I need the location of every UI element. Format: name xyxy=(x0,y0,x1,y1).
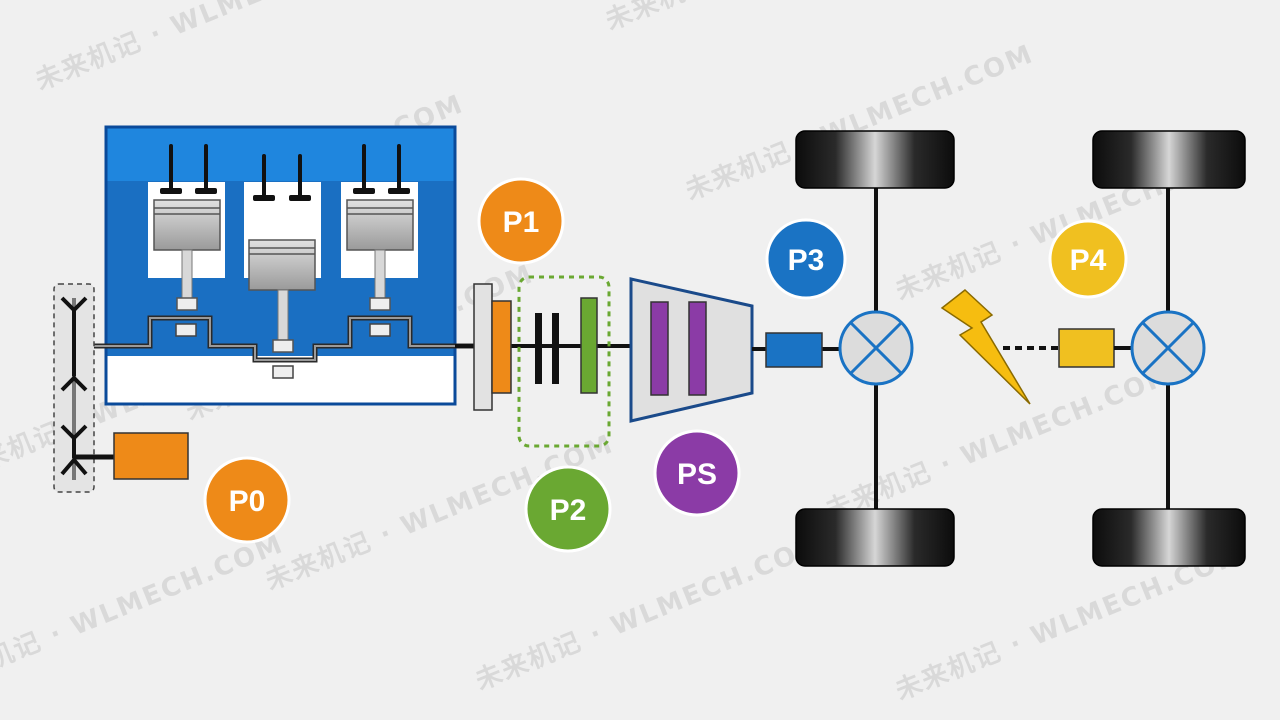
crank-bearing-3 xyxy=(369,323,391,337)
p1-badge: P1 xyxy=(477,177,565,265)
piston-1 xyxy=(153,199,221,311)
p2-badge-circle xyxy=(524,465,612,553)
p2-badge: P2 xyxy=(524,465,612,553)
p4-motor xyxy=(1058,328,1115,368)
p2-motor xyxy=(580,297,598,394)
p3-motor xyxy=(765,332,823,368)
p1-badge-circle xyxy=(477,177,565,265)
p2-enclosure xyxy=(517,275,611,448)
rear-right-wheel xyxy=(1092,508,1246,567)
clutch-plate-1 xyxy=(535,313,542,384)
crank-pulley xyxy=(60,296,88,392)
crank-bearing-1 xyxy=(175,323,197,337)
p2-badge-label: P2 xyxy=(550,494,587,527)
clutch-plate-2 xyxy=(552,313,559,384)
engine-valves xyxy=(169,144,401,198)
watermark-text: 未来机记 · WLMECH.COM xyxy=(31,0,388,96)
ps-badge: PS xyxy=(653,429,741,517)
p0-motor xyxy=(113,432,189,480)
p0-badge-circle xyxy=(203,456,291,544)
piston-3 xyxy=(346,199,414,311)
electric-link-icon xyxy=(940,289,1031,405)
p0-belt-drive xyxy=(53,283,189,493)
p3-badge-label: P3 xyxy=(788,244,825,277)
gearbox xyxy=(629,277,754,423)
ps-motor-2 xyxy=(688,301,707,396)
front-left-wheel xyxy=(795,130,955,189)
watermark-text: 未来机记 · WLMECH.COM xyxy=(0,529,288,696)
engine xyxy=(76,125,490,406)
p1-motor xyxy=(491,300,512,394)
valve-heads xyxy=(160,188,410,201)
p3-badge: P3 xyxy=(765,218,847,300)
piston-2 xyxy=(248,239,316,353)
p0-badge: P0 xyxy=(203,456,291,544)
front-right-wheel xyxy=(795,508,955,567)
crankshaft-highlight xyxy=(76,317,490,361)
flywheel xyxy=(473,283,493,411)
watermark-text: 未来机记 · WLMECH.COM xyxy=(601,0,958,36)
p4-badge-circle xyxy=(1048,219,1128,299)
engine-cylinder-head xyxy=(107,128,454,182)
p1-badge-label: P1 xyxy=(503,206,540,239)
ps-badge-circle xyxy=(653,429,741,517)
p0-badge-label: P0 xyxy=(229,485,266,518)
p3-badge-circle xyxy=(765,218,847,300)
front-axle xyxy=(795,130,955,567)
rear-left-wheel xyxy=(1092,130,1246,189)
p4-badge: P4 xyxy=(1048,219,1128,299)
p4-badge-label: P4 xyxy=(1070,244,1107,277)
watermark-text: 未来机记 · WLMECH.COM xyxy=(471,529,828,696)
ps-badge-label: PS xyxy=(677,458,717,491)
crank-bearing-2 xyxy=(272,365,294,379)
ps-motor-1 xyxy=(650,301,669,396)
rear-axle xyxy=(1003,130,1246,567)
